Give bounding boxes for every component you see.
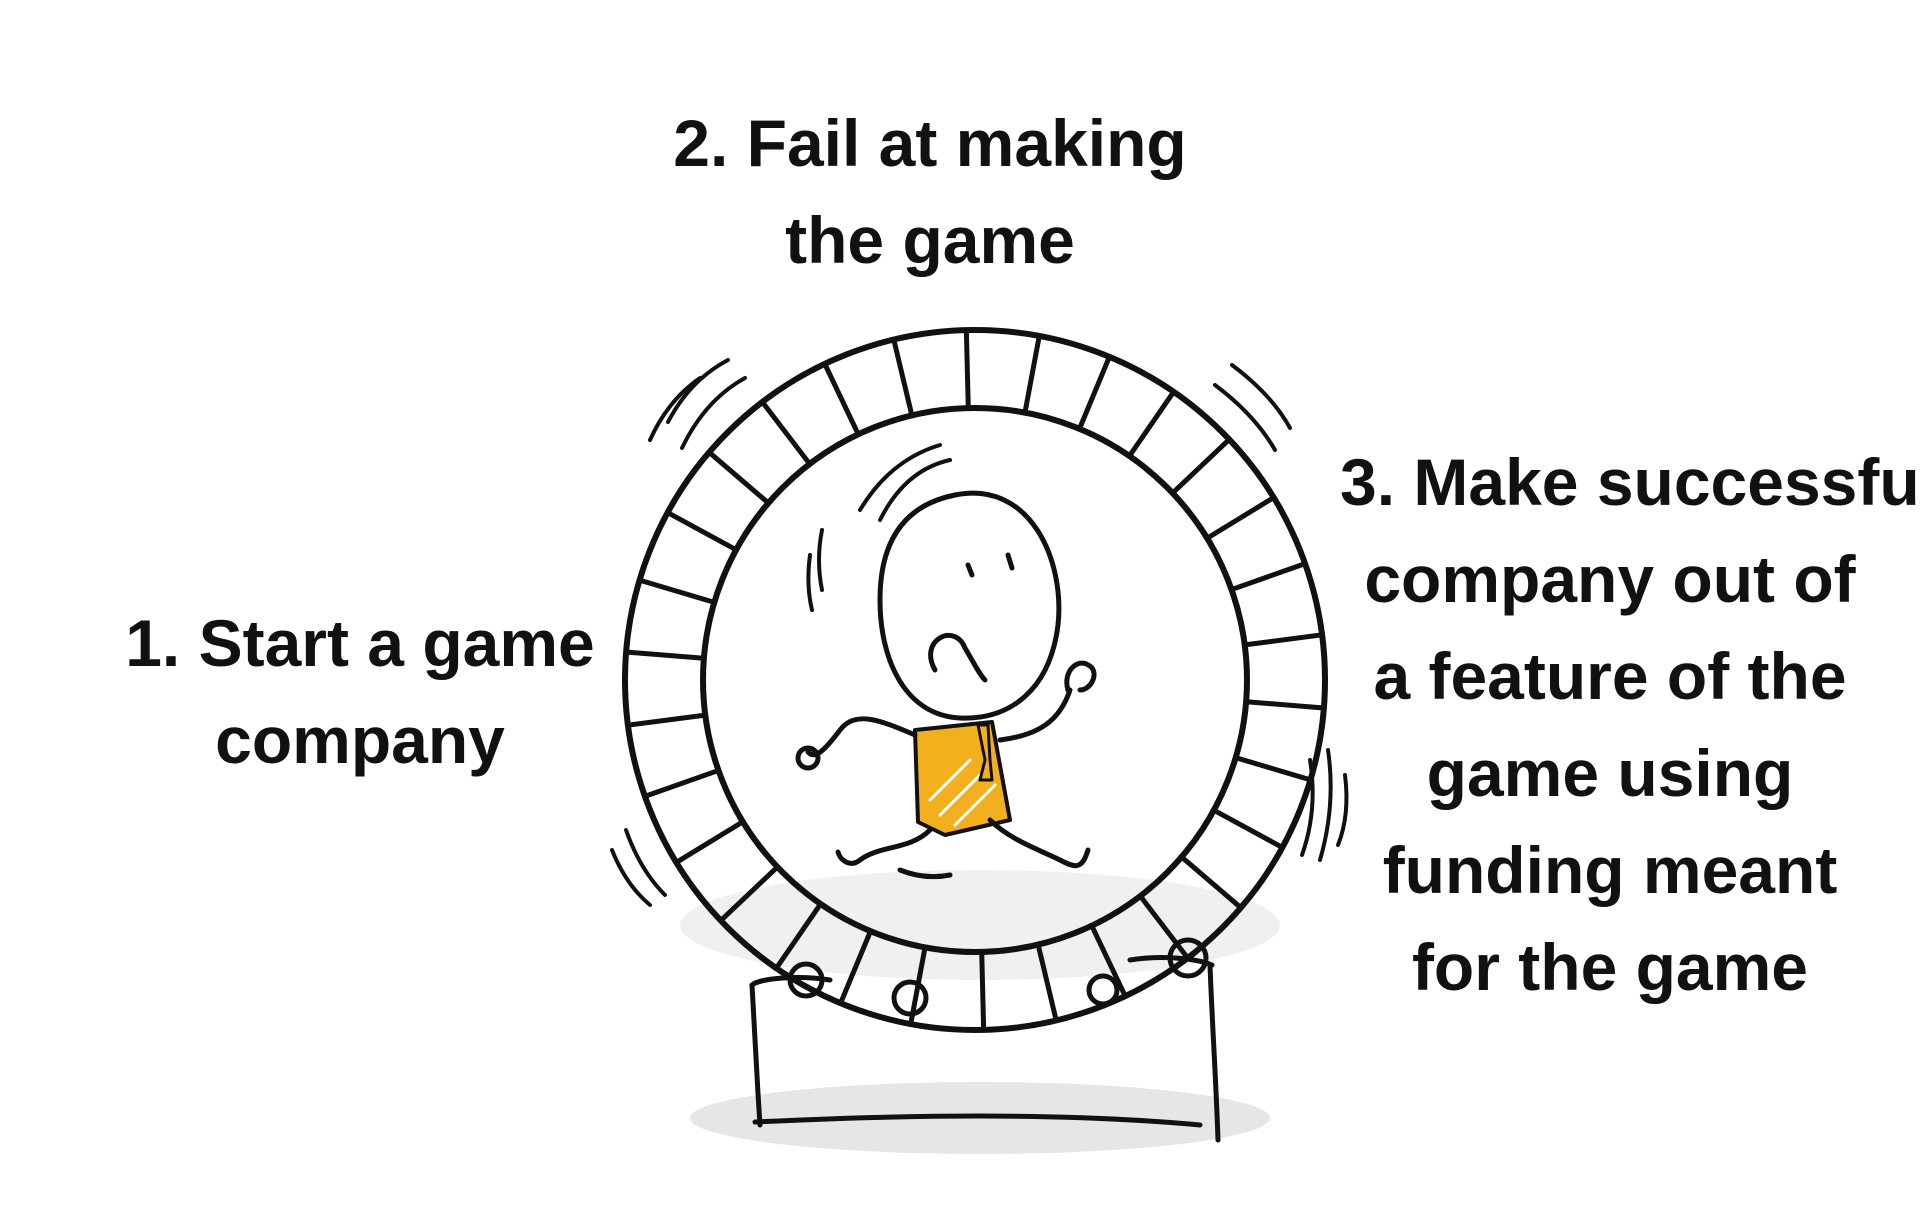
wheel-rung [623, 649, 707, 661]
wheel-rung [1233, 755, 1313, 783]
stick-figure-icon [795, 490, 1097, 880]
step-3-line: a feature of the [1373, 639, 1847, 713]
wheel-rung [642, 767, 721, 799]
step-1-line: 1. Start a game [125, 606, 595, 680]
wheel-rung [908, 944, 928, 1027]
wheel-rung [1170, 436, 1232, 496]
wheel-rung [718, 864, 780, 924]
wheel-rung [1242, 632, 1325, 648]
wheel-rung [1022, 333, 1042, 416]
wheel-rung [822, 361, 861, 437]
wheel-rung [673, 819, 746, 865]
step-1-label: 1. Start a game company [60, 595, 660, 789]
step-3-line: game using [1426, 736, 1794, 810]
step-2-label: 2. Fail at making the game [600, 95, 1260, 289]
wheel-rung [1211, 807, 1285, 850]
step-3-label: 3. Make successful company out of a feat… [1310, 434, 1920, 1016]
wheel-rung [1126, 389, 1177, 459]
step-3-line: for the game [1411, 930, 1809, 1004]
step-3-line: 3. Make successful [1340, 445, 1920, 519]
wheel-rung [773, 901, 824, 971]
step-3-line: funding meant [1382, 833, 1838, 907]
step-1-line: company [215, 703, 505, 777]
wheel-rung [759, 399, 813, 467]
wheel-rung [1137, 893, 1191, 961]
wheel-rung [1035, 942, 1059, 1023]
inner-shadow [680, 870, 1280, 980]
step-3-line: company out of [1364, 542, 1856, 616]
motion-lines-icon [610, 358, 1349, 907]
wheel-rung [625, 712, 708, 728]
wheel-rung [665, 510, 739, 553]
wheel-rung [891, 337, 915, 418]
wheel-rung [637, 577, 717, 605]
wheel-rung [979, 949, 987, 1033]
wheel-rung [1089, 923, 1128, 999]
wheel-stand-icon [749, 937, 1221, 1143]
wheel-rung [1229, 561, 1308, 593]
wheel-rung [1243, 699, 1327, 711]
hamster-wheel-icon [622, 327, 1328, 1033]
wheel-rung [1179, 854, 1244, 911]
wheel-rung [706, 449, 771, 506]
step-2-line: 2. Fail at making [673, 106, 1187, 180]
step-2-line: the game [785, 203, 1075, 277]
wheel-rung [838, 928, 874, 1006]
wheel-rung [963, 327, 971, 411]
wheel-rung [1076, 354, 1112, 432]
wheel-rung [1204, 495, 1277, 541]
